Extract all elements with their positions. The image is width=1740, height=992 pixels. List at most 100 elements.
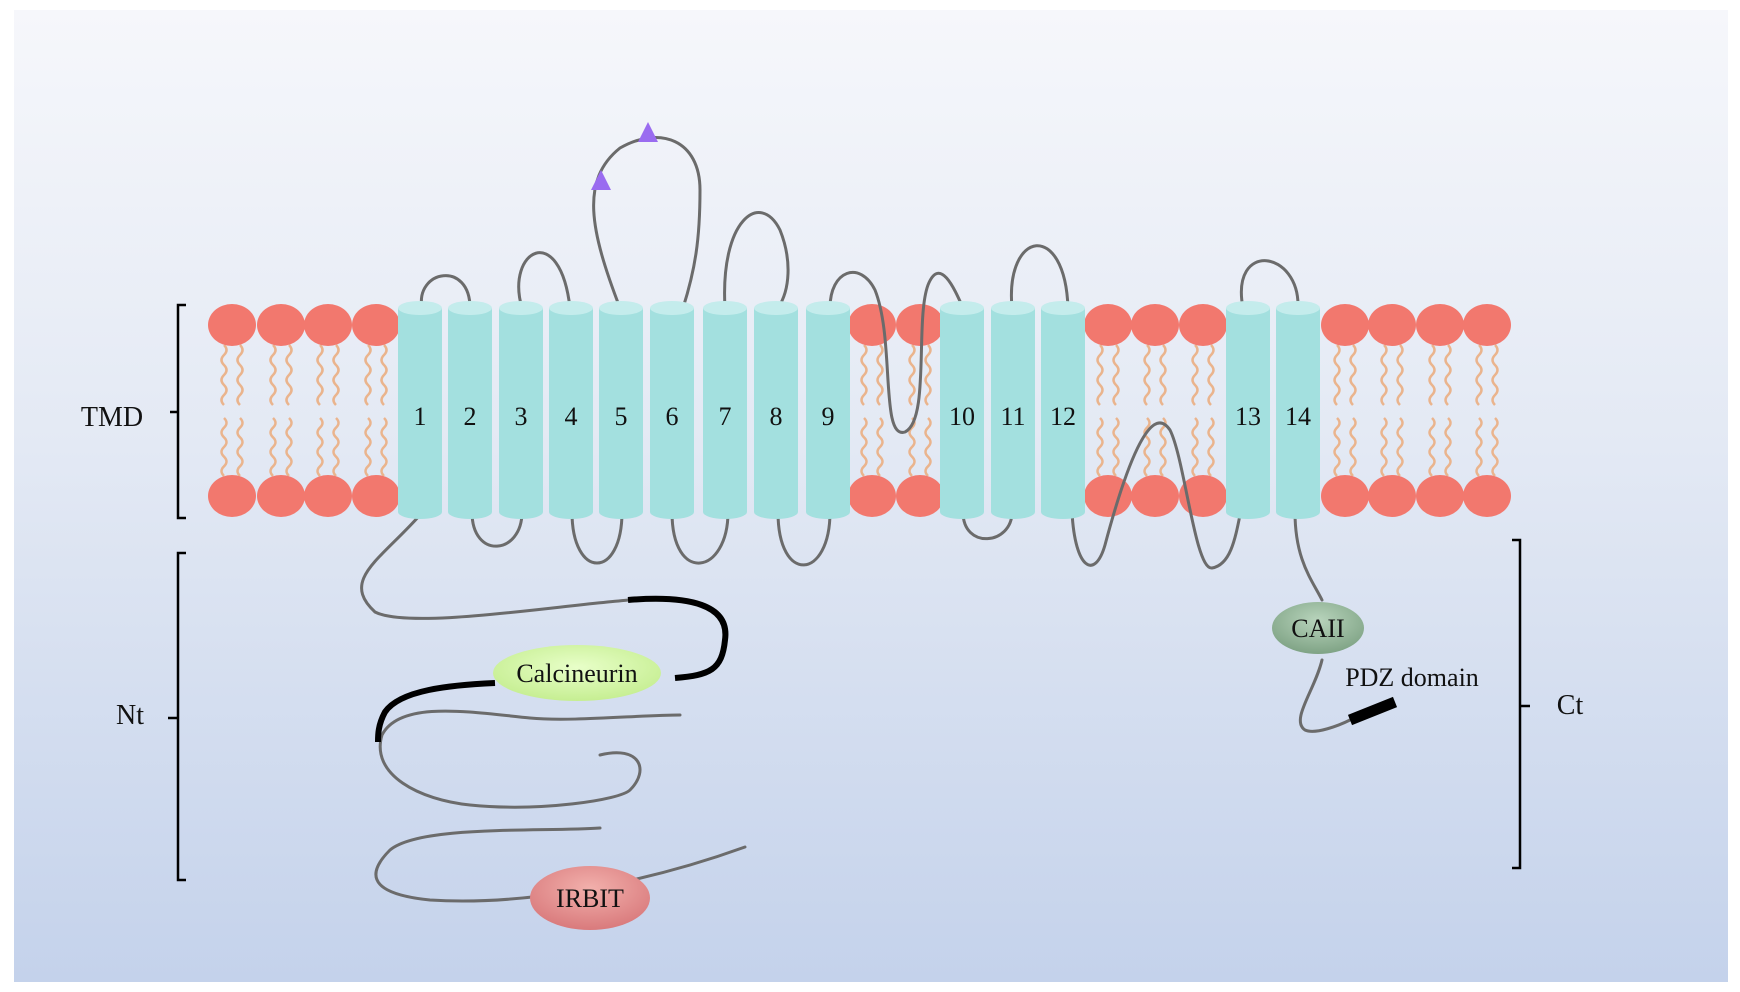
lipid-tail: [908, 344, 916, 406]
helix-14: 14: [1276, 301, 1320, 519]
lipid-tail: [285, 344, 293, 406]
lipid-tail: [269, 344, 277, 406]
helix-number: 2: [464, 402, 477, 431]
loop-3-4: [517, 251, 572, 310]
helix-cap: [1226, 301, 1270, 315]
purple-triangle-icon: [591, 170, 611, 190]
lipid-tail: [1333, 417, 1341, 477]
lipid-tail: [364, 344, 372, 406]
helix-10: 10: [940, 301, 984, 519]
helix-cap: [398, 301, 442, 315]
calcineurin-ellipse: [493, 645, 661, 701]
lipid-tail: [1444, 344, 1452, 406]
peptide-loops: [360, 136, 1352, 903]
lipid-tail: [1207, 344, 1215, 406]
lipid-tail: [924, 417, 932, 477]
lipid-head: [352, 304, 400, 346]
calcineurin-binding: Calcineurin: [493, 645, 661, 701]
caii-ellipse: [1272, 602, 1364, 654]
lipid-tail: [1096, 417, 1104, 477]
tmd-label: TMD: [81, 402, 143, 433]
lipid-tail: [380, 417, 388, 477]
tmd-bracket: [170, 303, 186, 520]
loop-5-6: [592, 136, 702, 310]
helix-cap: [940, 301, 984, 315]
lipid-tail: [332, 344, 340, 406]
lipid-head: [304, 475, 352, 517]
helix-13: 13: [1226, 301, 1270, 519]
lipid-tail: [1380, 344, 1388, 406]
helix-number: 3: [515, 402, 528, 431]
lipid-head: [257, 475, 305, 517]
lipid-tail: [1428, 417, 1436, 477]
lipid-head: [1321, 304, 1369, 346]
lipid-tail: [220, 344, 228, 406]
helix-number: 11: [1000, 402, 1025, 431]
helix-11: 11: [991, 301, 1035, 519]
lipid-tail: [1349, 417, 1357, 477]
loop-12-13: [1070, 421, 1242, 570]
lipid-head: [1179, 304, 1227, 346]
lipid-tail: [285, 417, 293, 477]
lipid-tail: [1475, 344, 1483, 406]
helix-number: 13: [1235, 402, 1261, 431]
irbit-binding: IRBIT: [530, 866, 650, 930]
lipid-tail: [1207, 417, 1215, 477]
lipid-head: [1084, 475, 1132, 517]
helix-body: [499, 308, 543, 519]
lipid-tail: [269, 417, 277, 477]
helix-number: 8: [770, 402, 783, 431]
loop-9-10: [828, 271, 965, 434]
helix-body: [549, 308, 593, 519]
lipid-tail: [1112, 417, 1120, 477]
lipid-head: [257, 304, 305, 346]
helix-cap: [806, 301, 850, 315]
lipid-pair: [1179, 304, 1227, 517]
helix-number: 14: [1285, 402, 1311, 431]
lipid-pair: [304, 304, 352, 517]
lipid-tail: [876, 417, 884, 477]
pdz-domain-label: PDZ domain: [1345, 663, 1479, 692]
lipid-tail: [1428, 344, 1436, 406]
c-terminal-tail-lower: [1298, 658, 1352, 733]
lipid-head: [848, 475, 896, 517]
helix-number: 6: [666, 402, 679, 431]
loop-1-2: [419, 274, 472, 310]
helix-8: 8: [754, 301, 798, 519]
helix-cap: [754, 301, 798, 315]
loop-13-14: [1239, 259, 1300, 310]
lipid-head: [848, 304, 896, 346]
lipid-pair: [1463, 304, 1511, 517]
lipid-tail: [1143, 344, 1151, 406]
nt-bold-segment: [375, 595, 729, 743]
lipid-head: [304, 304, 352, 346]
c-terminal-tail: [1293, 510, 1324, 602]
purple-triangle-icon: [638, 122, 658, 142]
helix-cap: [599, 301, 643, 315]
lipid-tail: [1491, 344, 1499, 406]
lipid-head: [1131, 304, 1179, 346]
lipid-pair: [208, 304, 256, 517]
helix-cap: [549, 301, 593, 315]
lipid-head: [1463, 304, 1511, 346]
lipid-pair: [1416, 304, 1464, 517]
lipid-pair: [1368, 304, 1416, 517]
helix-3: 3: [499, 301, 543, 519]
caii-binding: CAII: [1272, 602, 1364, 654]
helix-body: [703, 308, 747, 519]
lipid-tail: [908, 417, 916, 477]
helix-cap: [1041, 301, 1085, 315]
lipid-head: [1321, 475, 1369, 517]
ct-label: Ct: [1557, 690, 1584, 721]
nt-bracket: [168, 551, 186, 882]
helix-number: 12: [1050, 402, 1076, 431]
helix-number: 7: [719, 402, 732, 431]
lipid-pair: [896, 304, 944, 517]
n-terminal-tail-lower: [378, 709, 682, 809]
region-brackets: [168, 303, 1530, 882]
ct-bracket: [1512, 538, 1530, 870]
helix-body: [1276, 308, 1320, 519]
lipid-tail: [380, 344, 388, 406]
